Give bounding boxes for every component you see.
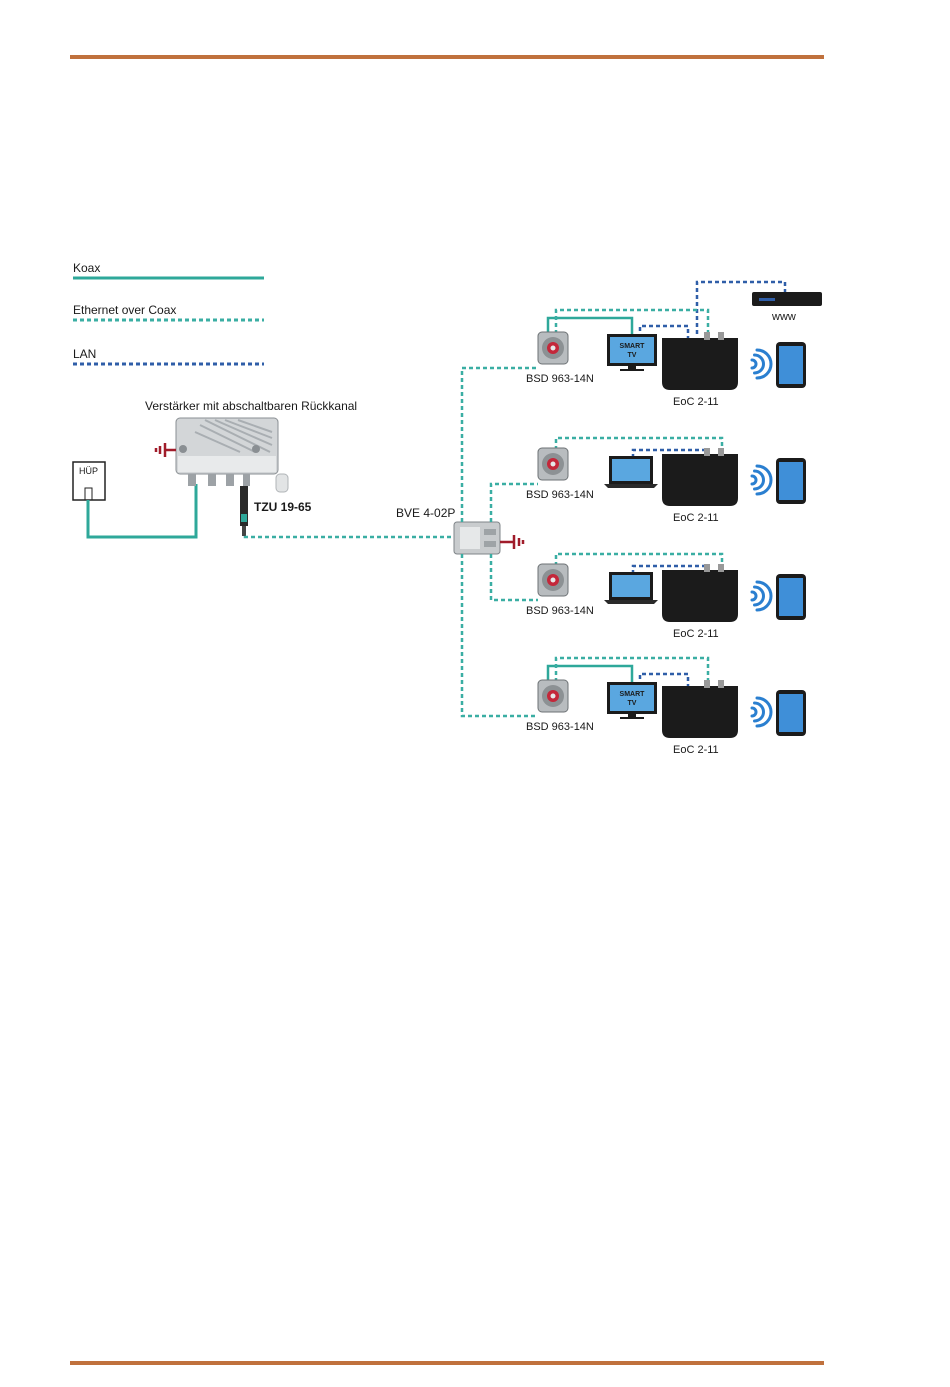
socket-icon bbox=[538, 448, 568, 480]
legend: Koax Ethernet over Coax LAN bbox=[73, 261, 264, 364]
eoc-adapter-label: EoC 2-11 bbox=[673, 744, 719, 756]
smartphone-icon bbox=[776, 458, 806, 504]
tzu-label: TZU 19-65 bbox=[254, 500, 312, 514]
legend-lan-label: LAN bbox=[73, 347, 96, 361]
socket-label: BSD 963-14N bbox=[526, 721, 594, 733]
smartphone-icon bbox=[776, 342, 806, 388]
tzu-icon bbox=[240, 486, 248, 536]
router-icon bbox=[752, 292, 822, 306]
eoc-adapter-label: EoC 2-11 bbox=[673, 512, 719, 524]
eoc-adapter-label: EoC 2-11 bbox=[673, 628, 719, 640]
smart-tv-text: SMART bbox=[620, 691, 646, 698]
splitter-ground-icon bbox=[500, 535, 523, 549]
ground-icon bbox=[156, 443, 176, 457]
lan-router-link bbox=[697, 282, 785, 334]
legend-koax-label: Koax bbox=[73, 261, 100, 275]
hup-label: HÜP bbox=[79, 466, 98, 476]
wifi-icon bbox=[752, 350, 771, 378]
socket-icon bbox=[538, 564, 568, 596]
branch-3: BSD 963-14N EoC 2-11 bbox=[526, 554, 806, 640]
eoc-adapter-icon bbox=[662, 448, 738, 506]
smart-tv-icon: SMART TV bbox=[607, 682, 657, 719]
wifi-icon bbox=[752, 698, 771, 726]
hup-box: HÜP bbox=[73, 462, 105, 500]
amplifier-label: Verstärker mit abschaltbaren Rückkanal bbox=[145, 399, 357, 413]
eoc-adapter-icon bbox=[662, 564, 738, 622]
www-label: www bbox=[771, 311, 796, 323]
smart-tv-text: TV bbox=[628, 700, 637, 707]
socket-icon bbox=[538, 680, 568, 712]
wifi-icon bbox=[752, 582, 771, 610]
smart-tv-icon: SMART TV bbox=[607, 334, 657, 371]
amplifier-icon bbox=[176, 418, 288, 492]
eoc-adapter-label: EoC 2-11 bbox=[673, 396, 719, 408]
socket-icon bbox=[538, 332, 568, 364]
smartphone-icon bbox=[776, 574, 806, 620]
socket-label: BSD 963-14N bbox=[526, 605, 594, 617]
eoc-trunk bbox=[245, 536, 454, 537]
socket-label: BSD 963-14N bbox=[526, 373, 594, 385]
smart-tv-text: SMART bbox=[620, 343, 646, 350]
branch-4: BSD 963-14N SMART TV EoC 2-11 bbox=[526, 658, 806, 756]
smartphone-icon bbox=[776, 690, 806, 736]
smart-tv-text: TV bbox=[628, 352, 637, 359]
socket-label: BSD 963-14N bbox=[526, 489, 594, 501]
eoc-adapter-icon bbox=[662, 332, 738, 390]
laptop-icon bbox=[604, 456, 658, 488]
eoc-adapter-icon bbox=[662, 680, 738, 738]
eoc-socket-adapter bbox=[556, 438, 722, 454]
wifi-icon bbox=[752, 466, 771, 494]
laptop-icon bbox=[604, 572, 658, 604]
legend-eoc-label: Ethernet over Coax bbox=[73, 303, 176, 317]
eoc-socket-adapter bbox=[556, 554, 722, 570]
bve-label: BVE 4-02P bbox=[396, 506, 455, 520]
branch-2: BSD 963-14N EoC 2-11 bbox=[526, 438, 806, 524]
splitter-icon bbox=[454, 522, 500, 554]
branch-1: BSD 963-14N SMART TV EoC 2-11 bbox=[526, 310, 806, 408]
